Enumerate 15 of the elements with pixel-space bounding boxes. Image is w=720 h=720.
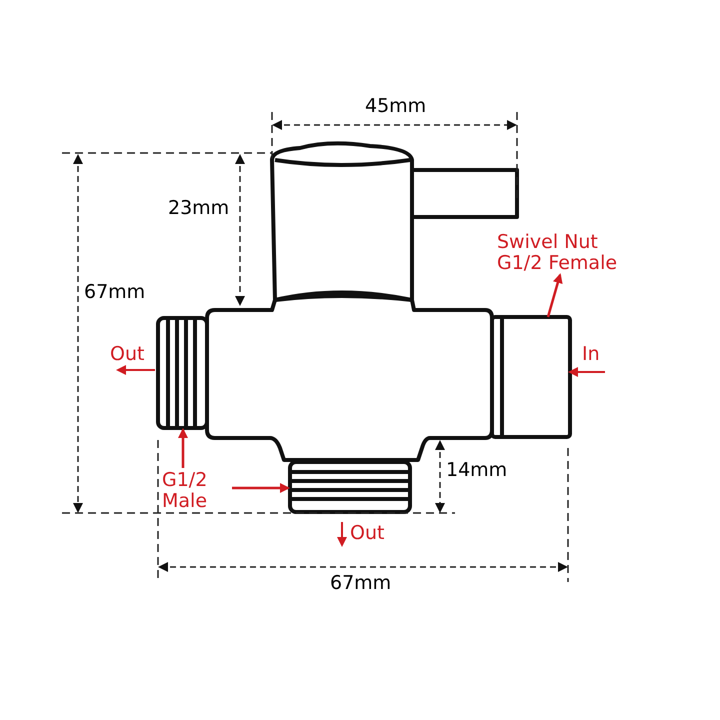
leader-line (232, 483, 290, 493)
leader-line (546, 273, 563, 318)
dimension-label: 23mm (168, 198, 230, 218)
flow-label: Out (350, 523, 384, 543)
callout-text: G1/2 Male (162, 470, 232, 512)
flow-label: In (582, 344, 600, 364)
dimension-label: 67mm (330, 573, 392, 593)
dimension-label: 14mm (446, 460, 508, 480)
dimension-label: 45mm (365, 96, 426, 116)
swivel-nut (490, 315, 572, 439)
male-thread (288, 460, 412, 514)
callout-text: Swivel Nut G1/2 Female (497, 232, 627, 274)
leader-line (178, 428, 188, 468)
flow-label: Out (110, 344, 144, 364)
dimension-label: 67mm (84, 282, 146, 302)
